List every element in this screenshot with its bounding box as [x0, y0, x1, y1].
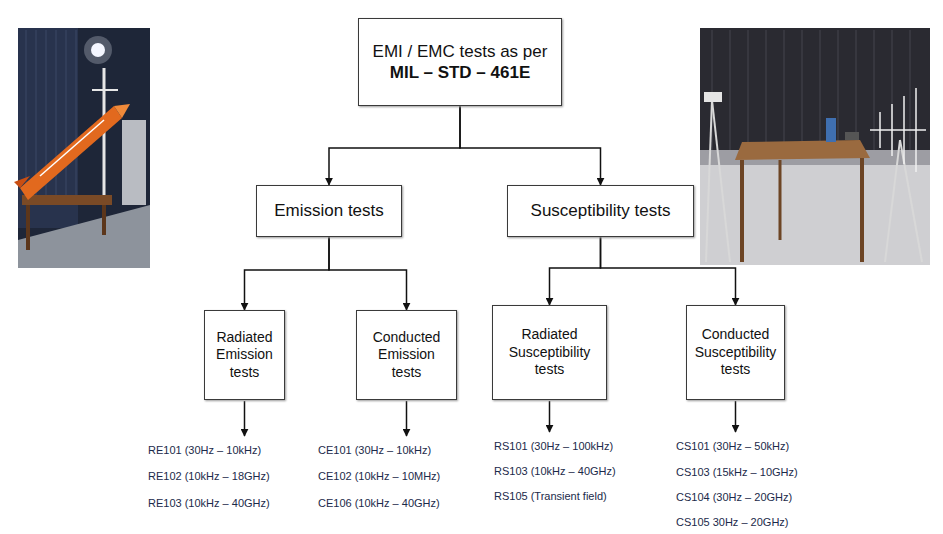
test-list-item: RE103 (10kHz – 40GHz) [148, 497, 270, 509]
test-list-item: CE101 (30Hz – 10kHz) [318, 444, 431, 456]
table-leg [26, 205, 30, 250]
chamber-photo-left [14, 28, 150, 268]
box-text: Conducted Emission tests [362, 329, 451, 382]
test-list-item: RS103 (10kHz – 40GHz) [494, 465, 616, 477]
absorber-line [766, 30, 767, 150]
absorber-line [820, 30, 821, 150]
box-text: Susceptibility tests [531, 200, 671, 221]
box-text: MIL – STD – 461E [390, 62, 530, 83]
test-type-box: Radiated Emission tests [204, 310, 285, 400]
absorber-line [802, 30, 803, 150]
leader-arrow [549, 401, 551, 432]
missile-fin [14, 176, 30, 188]
test-object [826, 118, 836, 142]
absorber-line [910, 30, 911, 150]
connector-arrow [601, 237, 736, 305]
wooden-table [735, 140, 870, 160]
test-list-item: RE101 (30Hz – 10kHz) [148, 444, 261, 456]
antenna-element [879, 112, 881, 148]
test-object [845, 132, 859, 140]
test-type-box: Radiated Susceptibility tests [492, 305, 607, 400]
box-text: Radiated Susceptibility tests [498, 326, 601, 379]
table-leg [740, 160, 744, 262]
chamber-photo-right [700, 28, 930, 265]
test-list-item: CS103 (15kHz – 10GHz) [676, 466, 798, 478]
missile-stripe [40, 120, 104, 176]
table-leg [860, 158, 864, 262]
test-type-box: Conducted Susceptibility tests [686, 305, 785, 400]
tripod-leg [706, 100, 712, 262]
antenna [704, 92, 722, 102]
absorber-line [76, 30, 77, 200]
test-list-item: CS104 (30Hz – 20GHz) [676, 491, 792, 503]
box-text: EMI / EMC tests as per [373, 41, 548, 62]
tripod-leg [885, 140, 900, 262]
box-text: Emission tests [274, 200, 384, 221]
test-list-item: RS101 (30Hz – 100kHz) [494, 440, 613, 452]
photo-ground [700, 28, 930, 265]
test-list-item: CE102 (10kHz – 10MHz) [318, 470, 440, 482]
box-text: Conducted Susceptibility tests [692, 326, 779, 379]
test-type-box: Conducted Emission tests [356, 310, 457, 400]
category-box: Susceptibility tests [507, 185, 694, 237]
connector-arrow [329, 106, 460, 185]
antenna-element [903, 96, 905, 164]
absorber-line [26, 30, 27, 200]
leader-arrow [735, 401, 737, 432]
box-text: Radiated Emission tests [210, 329, 279, 382]
floor [18, 205, 150, 268]
light-glow [84, 36, 112, 64]
missile-body [20, 106, 122, 200]
antenna-arm [92, 89, 118, 91]
connector-arrow [329, 237, 407, 310]
test-list-item: CS101 (30Hz – 50kHz) [676, 440, 789, 452]
connector-arrow [550, 237, 601, 305]
test-list-item: RE102 (10kHz – 18GHz) [148, 470, 270, 482]
wooden-table [22, 195, 112, 205]
table-leg [779, 160, 782, 240]
connector-arrow [245, 237, 330, 310]
absorber-line [748, 30, 749, 150]
root-box: EMI / EMC tests as perMIL – STD – 461E [358, 18, 562, 106]
absorber-line [874, 30, 875, 150]
log-periodic-antenna [870, 88, 926, 172]
test-list-item: CE106 (10kHz – 40GHz) [318, 497, 440, 509]
antenna-element [891, 104, 893, 156]
category-box: Emission tests [256, 185, 402, 237]
leader-arrow [406, 401, 408, 436]
antenna-boom [870, 129, 926, 131]
test-list-item: CS105 30Hz – 20GHz) [676, 516, 789, 528]
connector-arrow [460, 106, 601, 185]
table-leg [102, 205, 106, 235]
absorber-line [730, 30, 731, 150]
leader-arrow [244, 401, 246, 436]
absorber-line [66, 30, 67, 200]
absorber-line [784, 30, 785, 150]
missile-nose [114, 104, 130, 118]
photo-ground [18, 28, 150, 268]
equipment-cabinet [122, 120, 146, 205]
leader-arrows [245, 401, 736, 436]
tripod-leg [712, 100, 730, 262]
absorber-cones [712, 30, 910, 150]
test-list-item: RS105 (Transient field) [494, 490, 607, 502]
antenna-element [915, 88, 917, 172]
absorber-line [838, 30, 839, 150]
